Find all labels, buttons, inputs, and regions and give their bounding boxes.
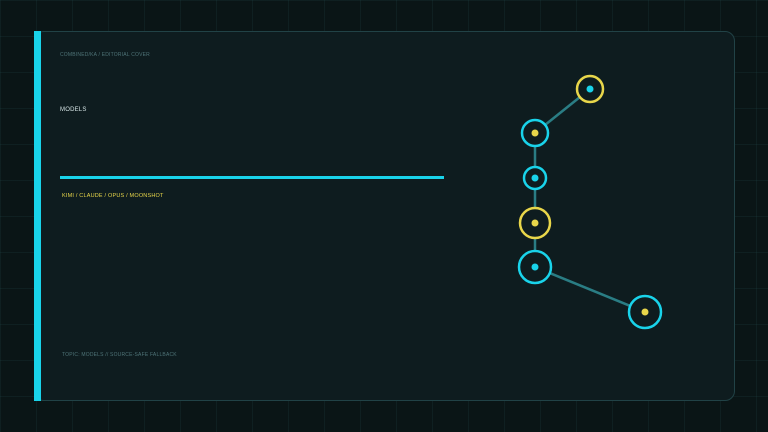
graph-node-dot	[531, 219, 539, 227]
graph-node-dot	[641, 308, 649, 316]
graph-node-dot	[531, 129, 539, 137]
title-divider	[60, 176, 444, 179]
eyebrow-label: COMBINED/KA / EDITORIAL COVER	[60, 52, 150, 58]
graph-node-dot	[586, 85, 594, 93]
graph-edge	[544, 96, 581, 126]
cover-footer: TOPIC: MODELS // SOURCE-SAFE FALLBACK	[62, 352, 177, 358]
cover-title: MODELS	[60, 107, 87, 113]
cover-subtitle: KIMI / CLAUDE / OPUS / MOONSHOT	[62, 193, 164, 199]
accent-bar	[34, 31, 41, 401]
cover-card	[34, 31, 735, 401]
graph-edge	[549, 271, 631, 308]
graph-node-dot	[531, 263, 539, 271]
graph-node-dot	[531, 174, 539, 182]
